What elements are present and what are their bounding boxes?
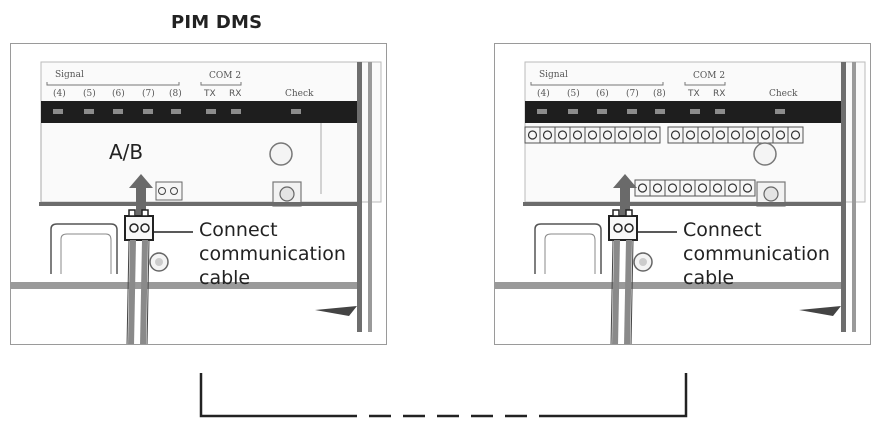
terminal-screw-head (637, 183, 648, 193)
channel-label: (8) (169, 88, 182, 99)
com-brace (200, 82, 242, 86)
channel-label: (4) (537, 88, 550, 99)
terminal-strip (524, 126, 804, 144)
channel-label: (6) (596, 88, 609, 99)
up-arrow-shaft (620, 186, 630, 216)
up-arrow-shaft (136, 186, 146, 216)
up-arrow-icon (129, 174, 153, 188)
communication-cable (612, 239, 620, 344)
com-port-label: TX (203, 89, 216, 99)
callout-line: communication (683, 243, 830, 265)
led-indicators (537, 109, 785, 114)
check-label: Check (285, 89, 314, 99)
channel-label: (7) (142, 88, 155, 99)
terminal-screw-head (647, 130, 658, 140)
led-bar (41, 101, 357, 123)
rail (523, 202, 843, 206)
led-bar (525, 101, 841, 123)
terminal-screw (739, 179, 756, 197)
terminal-screw-head (557, 130, 568, 140)
rail (39, 202, 359, 206)
terminal-screw-head (572, 130, 583, 140)
callout-line: cable (199, 267, 251, 289)
channel-label: (4) (53, 88, 66, 99)
com-label: COM 2 (209, 71, 241, 81)
cable-line-left (199, 373, 335, 418)
terminal-screw-head (790, 130, 801, 140)
signal-brace (530, 82, 664, 86)
terminal-screw-head (617, 130, 628, 140)
check-label: Check (769, 89, 798, 99)
com-port-label: RX (713, 89, 725, 99)
terminal-screw-head (685, 130, 696, 140)
housing-edge (841, 62, 846, 332)
terminal-screw-head (632, 130, 643, 140)
connector-label: A/B (109, 140, 144, 164)
signal-brace (46, 82, 180, 86)
housing-edge (357, 62, 362, 332)
channel-label: (7) (626, 88, 639, 99)
terminal-screw-head (652, 183, 663, 193)
signal-label: Signal (55, 70, 84, 80)
housing-edge (852, 62, 856, 332)
terminal-screw (787, 126, 804, 144)
channel-label: (6) (112, 88, 125, 99)
terminal-screw-head (700, 130, 711, 140)
terminal-screw (644, 126, 661, 144)
terminal-screw-head (697, 183, 708, 193)
terminal-screw-head (730, 130, 741, 140)
terminal-screw-head (682, 183, 693, 193)
communication-cable (128, 239, 136, 344)
callout-text: Connect communication cable (199, 218, 346, 290)
diagram-title: PIM DMS (171, 12, 263, 33)
terminal-screw-head (775, 130, 786, 140)
callout-line: Connect (683, 219, 762, 241)
cable-line-right (545, 373, 688, 418)
up-arrow-icon (613, 174, 637, 188)
terminal-screw-head (715, 130, 726, 140)
com-brace (684, 82, 726, 86)
pim-device-illustration: Signal (4) (5) (6) (7) (8) COM 2 TX RX C… (11, 61, 382, 344)
led-indicators (53, 109, 301, 114)
terminal-block (155, 181, 183, 201)
channel-label: (5) (83, 88, 96, 99)
housing-edge (368, 62, 372, 332)
round-button (269, 142, 293, 166)
callout-line: communication (199, 243, 346, 265)
terminal-screw-head (542, 130, 553, 140)
terminal-screw-head (745, 130, 756, 140)
terminal-screw-head (742, 183, 753, 193)
callout-line: cable (683, 267, 735, 289)
dms-device-illustration: Signal (4) (5) (6) (7) (8) COM 2 TX RX C… (495, 61, 866, 344)
pim-panel: Signal (4) (5) (6) (7) (8) COM 2 TX RX C… (10, 43, 387, 345)
terminal-screw-head (712, 183, 723, 193)
channel-label: (5) (567, 88, 580, 99)
terminal-screw-head (727, 183, 738, 193)
dms-panel: Signal (4) (5) (6) (7) (8) COM 2 TX RX C… (494, 43, 871, 345)
terminal-screw-head (527, 130, 538, 140)
terminal-screw-head (667, 183, 678, 193)
terminal-screw-head (670, 130, 681, 140)
terminal-strip (634, 179, 756, 197)
terminal-screw-head (587, 130, 598, 140)
round-button (753, 142, 777, 166)
callout-text: Connect communication cable (683, 218, 830, 290)
terminal-screw-head (602, 130, 613, 140)
signal-label: Signal (539, 70, 568, 80)
com-port-label: RX (229, 89, 241, 99)
com-label: COM 2 (693, 71, 725, 81)
terminal-screw-head (760, 130, 771, 140)
callout-line: Connect (199, 219, 278, 241)
channel-label: (8) (653, 88, 666, 99)
com-port-label: TX (687, 89, 700, 99)
